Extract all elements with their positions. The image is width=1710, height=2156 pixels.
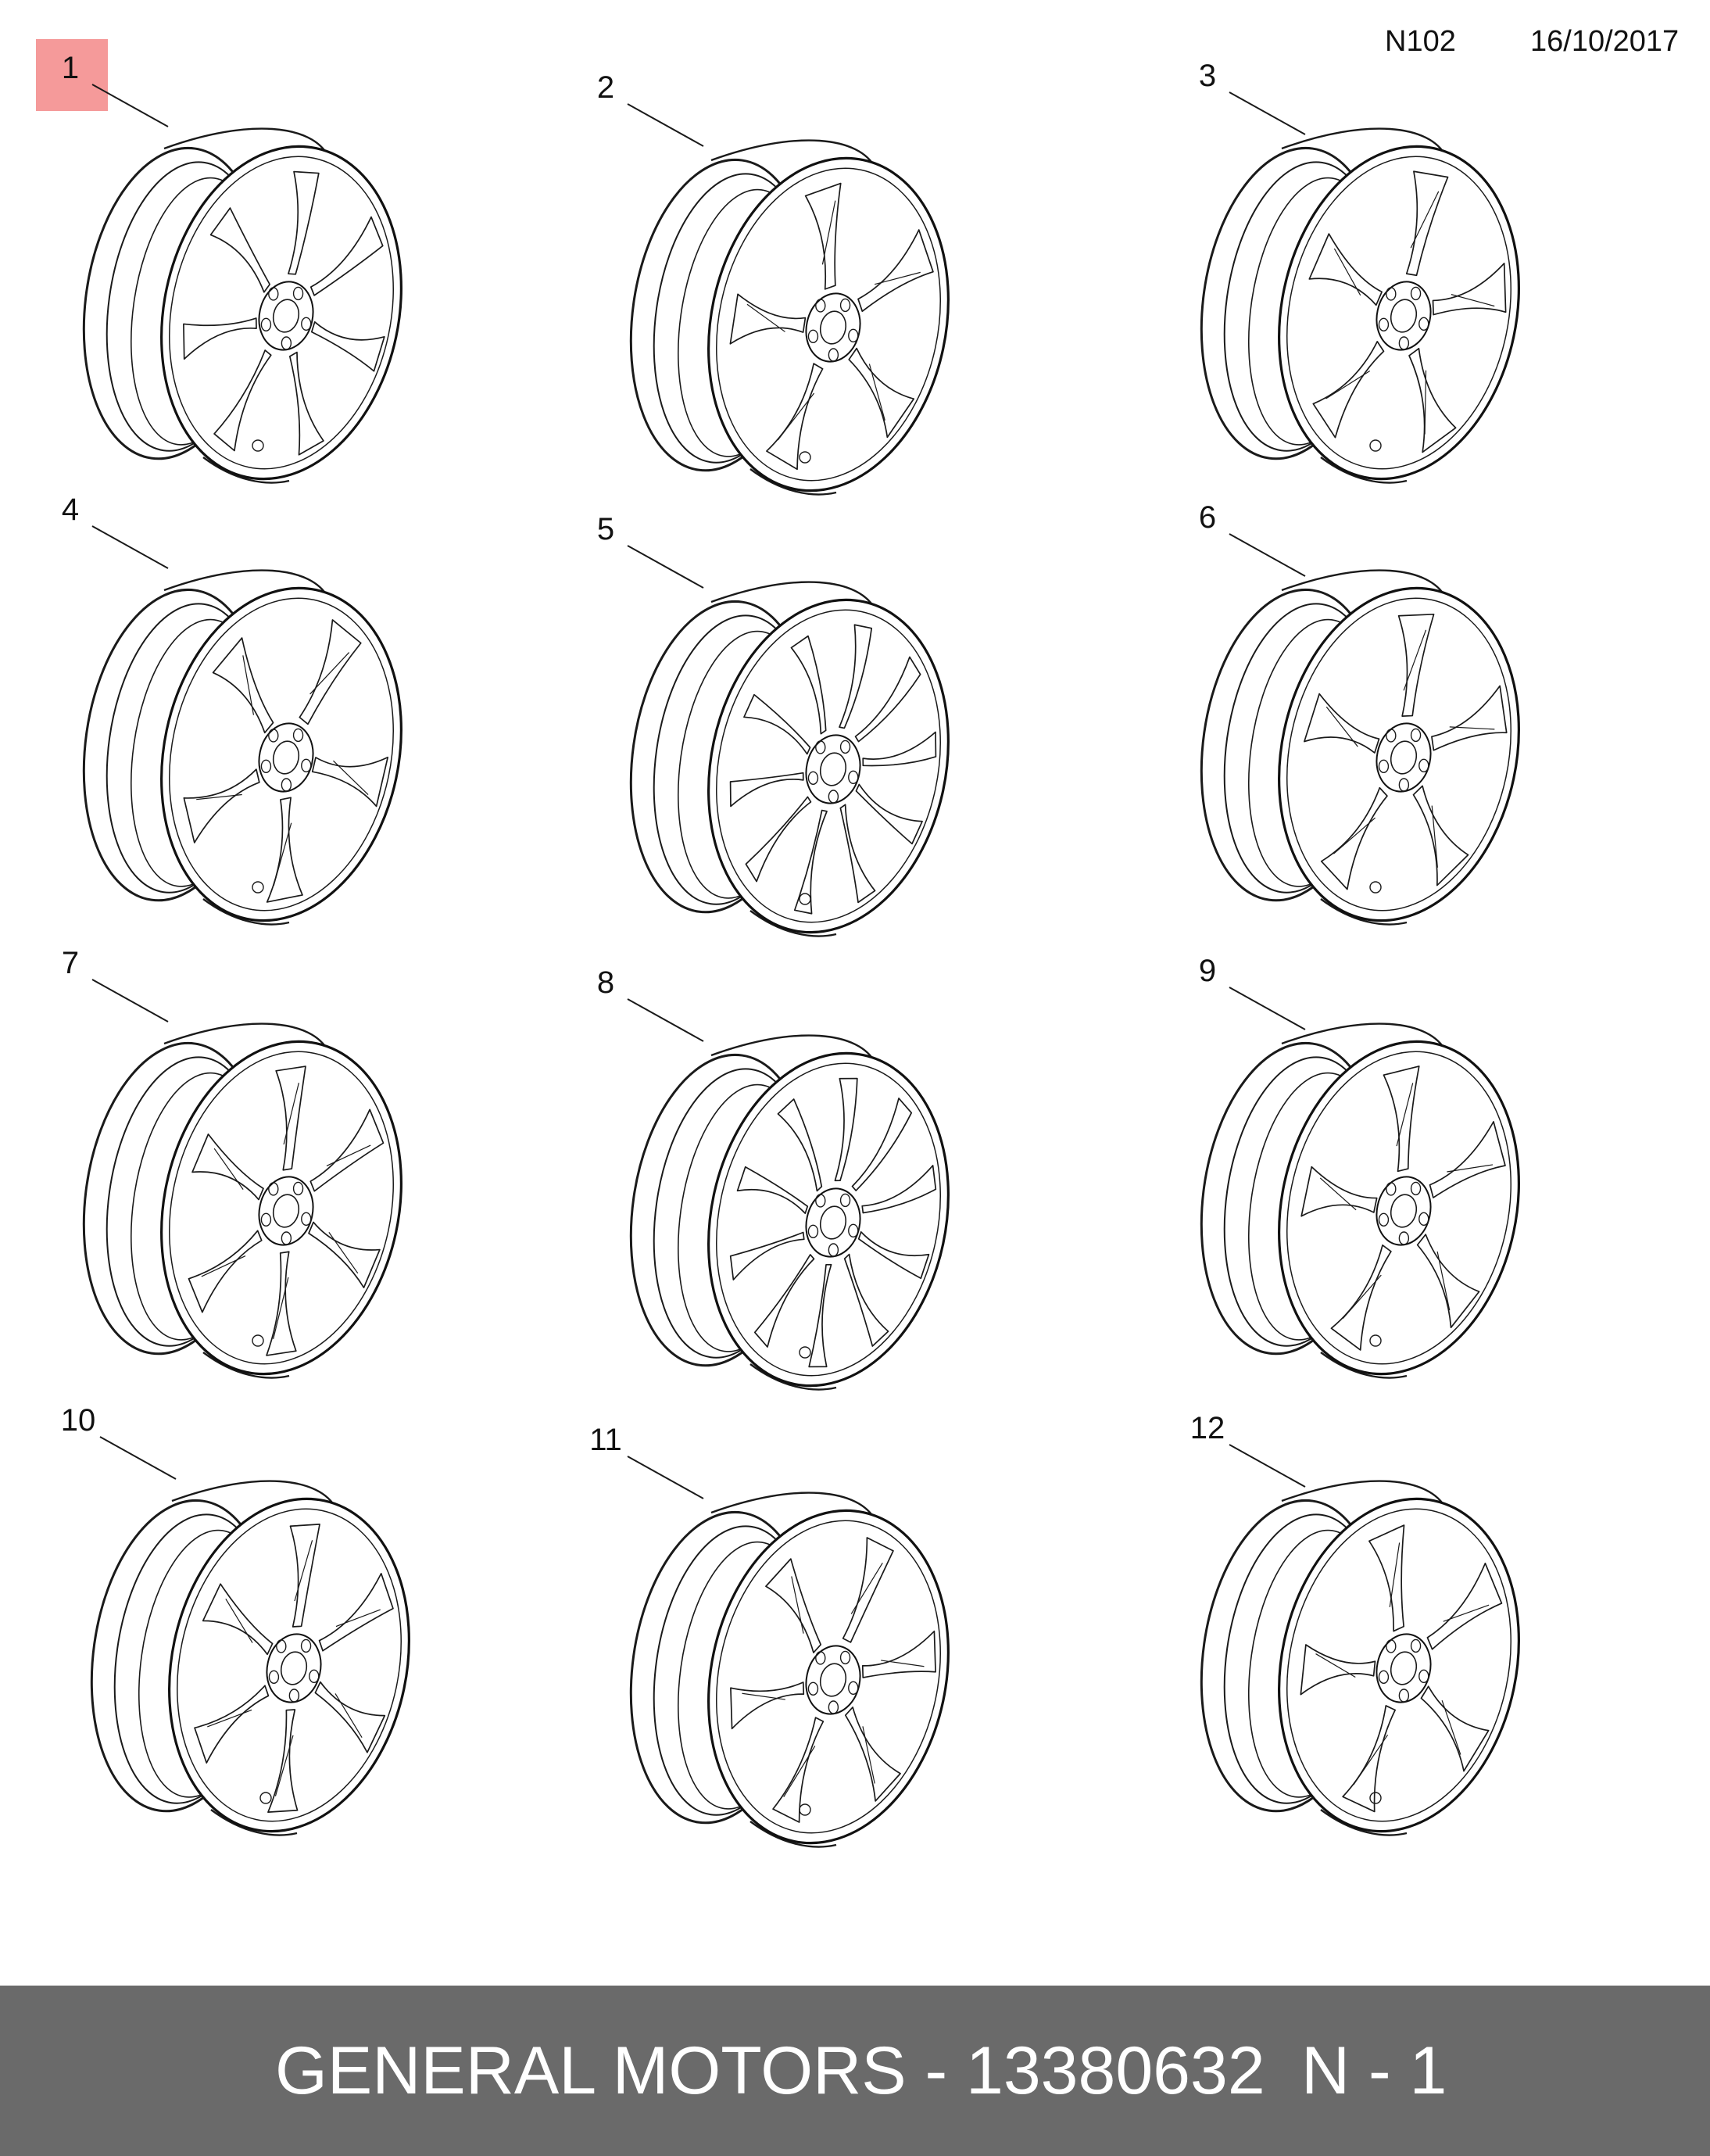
callout-leader-line	[1229, 533, 1306, 577]
alloy-wheel-drawing	[82, 1022, 402, 1379]
alloy-wheel-drawing	[1200, 569, 1520, 926]
alloy-wheel-drawing	[629, 1034, 950, 1391]
alloy-wheel-drawing	[629, 1492, 950, 1848]
wheel-callout-number[interactable]: 3	[1199, 59, 1216, 93]
selected-callout-highlight	[36, 39, 108, 111]
alloy-wheel-drawing	[90, 1480, 410, 1836]
callout-leader-line	[91, 979, 169, 1022]
wheel-callout-number[interactable]: 11	[589, 1423, 622, 1457]
alloy-wheel-drawing	[1200, 1480, 1520, 1836]
wheel-callout-number[interactable]: 6	[1199, 500, 1216, 535]
callout-leader-line	[91, 84, 169, 127]
footer-part-number: GENERAL MOTORS - 13380632	[275, 2033, 1265, 2108]
wheel-callout-number[interactable]: 2	[597, 70, 614, 105]
callout-leader-line	[91, 525, 169, 569]
alloy-wheel-drawing	[1200, 1022, 1520, 1379]
alloy-wheel-drawing	[629, 139, 950, 496]
wheel-callout-number[interactable]: 9	[1199, 954, 1216, 988]
wheel-callout-number[interactable]: 1	[62, 51, 79, 85]
callout-leader-line	[1229, 1444, 1306, 1488]
alloy-wheel-drawing	[1200, 127, 1520, 484]
wheel-callout-number[interactable]: 4	[62, 492, 79, 527]
wheel-callout-number[interactable]: 8	[597, 965, 614, 1000]
footer-bar: GENERAL MOTORS - 13380632 N - 1	[0, 1986, 1710, 2156]
wheel-callout-number[interactable]: 12	[1190, 1411, 1225, 1445]
callout-leader-line	[627, 1456, 704, 1499]
alloy-wheel-drawing	[82, 127, 402, 484]
callout-leader-line	[1229, 91, 1306, 135]
callout-leader-line	[99, 1436, 177, 1480]
diagram-date: 16/10/2017	[1530, 25, 1680, 58]
alloy-wheel-drawing	[629, 581, 950, 937]
wheel-callout-number[interactable]: 10	[61, 1403, 96, 1438]
callout-leader-line	[627, 998, 704, 1042]
callout-leader-line	[627, 103, 704, 147]
wheel-callout-number[interactable]: 5	[597, 512, 614, 546]
callout-leader-line	[1229, 987, 1306, 1030]
callout-leader-line	[627, 545, 704, 589]
diagram-code: N102	[1385, 25, 1456, 58]
alloy-wheel-drawing	[82, 569, 402, 926]
wheel-callout-number[interactable]: 7	[62, 946, 79, 980]
footer-page-label: N - 1	[1301, 2033, 1447, 2108]
